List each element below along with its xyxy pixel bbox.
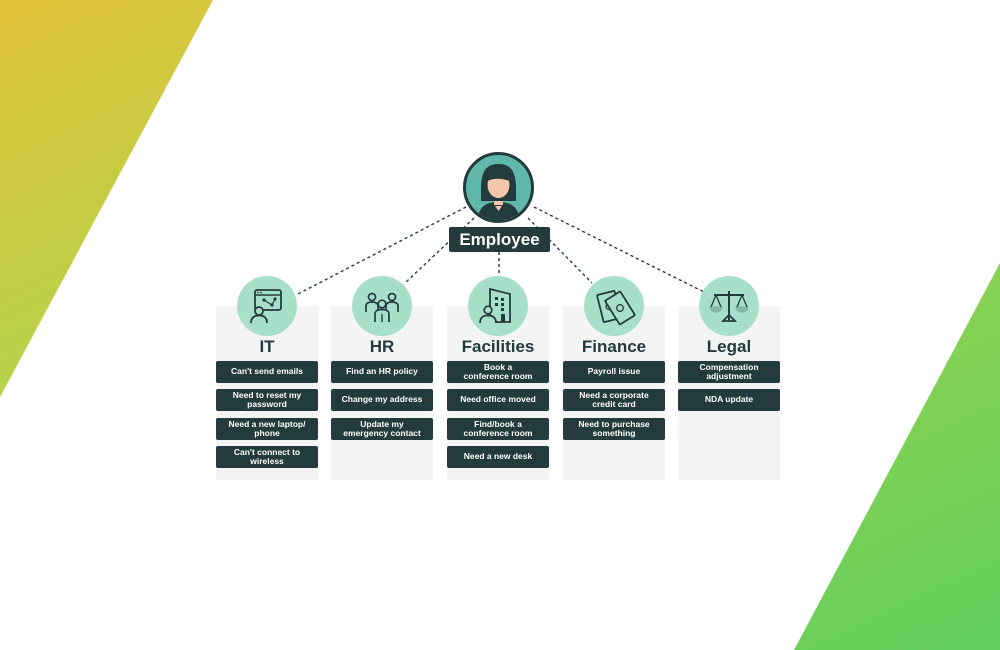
category-title-finance: Finance <box>581 337 647 356</box>
employee-label: Employee <box>449 227 550 252</box>
request-item[interactable]: Need a new desk <box>447 446 549 468</box>
request-item[interactable]: Need office moved <box>447 389 549 411</box>
request-item[interactable]: Need to reset my password <box>216 389 318 411</box>
people-group-icon <box>352 276 412 336</box>
request-item[interactable]: NDA update <box>678 389 780 411</box>
category-title-facilities: Facilities <box>461 337 535 356</box>
category-title-hr: HR <box>369 337 395 356</box>
request-item[interactable]: Compensation adjustment <box>678 361 780 383</box>
request-item[interactable]: Change my address <box>331 389 433 411</box>
money-icon <box>584 276 644 336</box>
request-item[interactable]: Find an HR policy <box>331 361 433 383</box>
connector-it <box>295 206 467 296</box>
request-item[interactable]: Payroll issue <box>563 361 665 383</box>
category-title-it: IT <box>259 337 275 356</box>
workflow-user-icon <box>237 276 297 336</box>
request-item[interactable]: Can't send emails <box>216 361 318 383</box>
request-item[interactable]: Book a conference room <box>447 361 549 383</box>
connector-legal <box>533 206 705 293</box>
request-item[interactable]: Need a corporate credit card <box>563 389 665 411</box>
building-user-icon <box>468 276 528 336</box>
request-item[interactable]: Need to purchase something <box>563 418 665 440</box>
request-item[interactable]: Find/book a conference room <box>447 418 549 440</box>
connector-hr <box>404 217 475 284</box>
request-item[interactable]: Need a new laptop/ phone <box>216 418 318 440</box>
request-item[interactable]: Update my emergency contact <box>331 418 433 440</box>
scales-icon <box>699 276 759 336</box>
employee-avatar <box>463 152 534 223</box>
request-item[interactable]: Can't connect to wireless <box>216 446 318 468</box>
person-icon <box>478 164 519 220</box>
category-title-legal: Legal <box>706 337 752 356</box>
